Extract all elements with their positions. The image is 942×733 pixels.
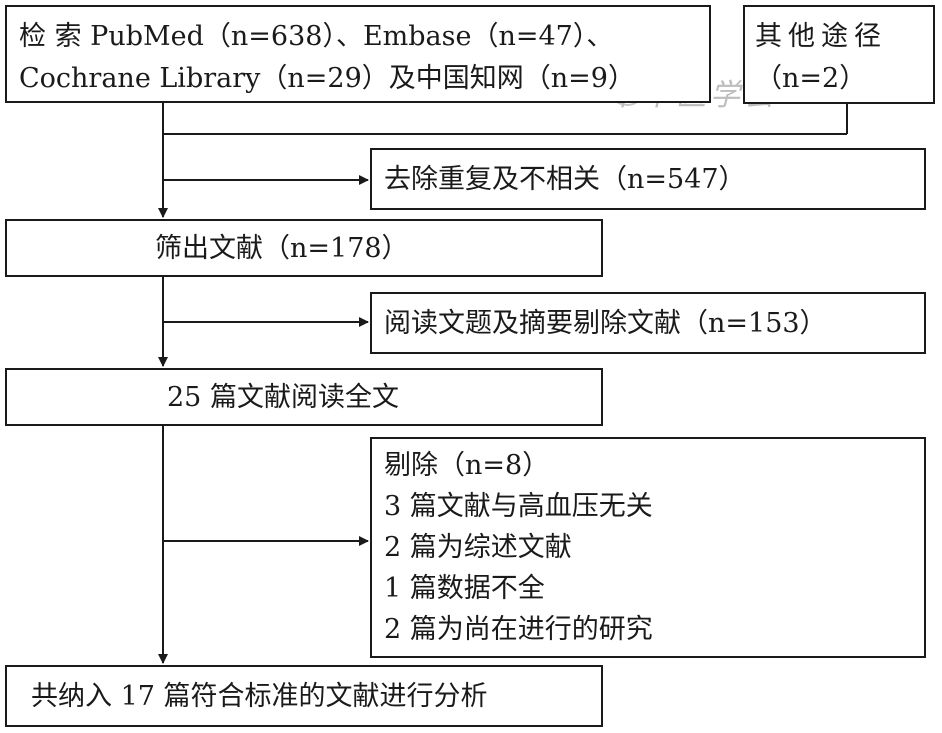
search-line-2: Cochrane Library（n=29）及中国知网（n=9） — [19, 63, 635, 94]
included-text: 共纳入 17 篇符合标准的文献进行分析 — [31, 681, 488, 712]
other-sources-line-2: （n=2） — [755, 63, 867, 94]
included-box: 共纳入 17 篇符合标准的文献进行分析 — [5, 665, 603, 727]
excluded-full-line: 剔除（n=8） — [384, 450, 550, 481]
search-line-1: 检 索 PubMed（n=638）、Embase（n=47）、 — [19, 21, 614, 52]
excluded-full-line: 3 篇文献与高血压无关 — [384, 491, 653, 522]
excluded-full-line: 2 篇为尚在进行的研究 — [384, 614, 653, 645]
screened-box: 筛出文献（n=178） — [5, 219, 603, 277]
removed-duplicates-text: 去除重复及不相关（n=547） — [384, 164, 746, 195]
excluded-abstract-text: 阅读文题及摘要剔除文献（n=153） — [384, 308, 827, 339]
search-box: 检 索 PubMed（n=638）、Embase（n=47）、 Cochrane… — [5, 5, 711, 103]
full-text-text: 25 篇文献阅读全文 — [167, 382, 399, 413]
excluded-full-text-box: 剔除（n=8） 3 篇文献与高血压无关 2 篇为综述文献 1 篇数据不全 2 篇… — [370, 437, 926, 658]
removed-duplicates-box: 去除重复及不相关（n=547） — [370, 148, 926, 210]
other-sources-line-1: 其他途径 — [755, 21, 887, 52]
excluded-full-line: 2 篇为综述文献 — [384, 532, 572, 563]
excluded-full-line: 1 篇数据不全 — [384, 573, 545, 604]
full-text-box: 25 篇文献阅读全文 — [5, 368, 603, 426]
excluded-abstract-box: 阅读文题及摘要剔除文献（n=153） — [370, 292, 926, 354]
other-sources-box: 其他途径 （n=2） — [743, 5, 935, 104]
screened-text: 筛出文献（n=178） — [155, 233, 409, 264]
